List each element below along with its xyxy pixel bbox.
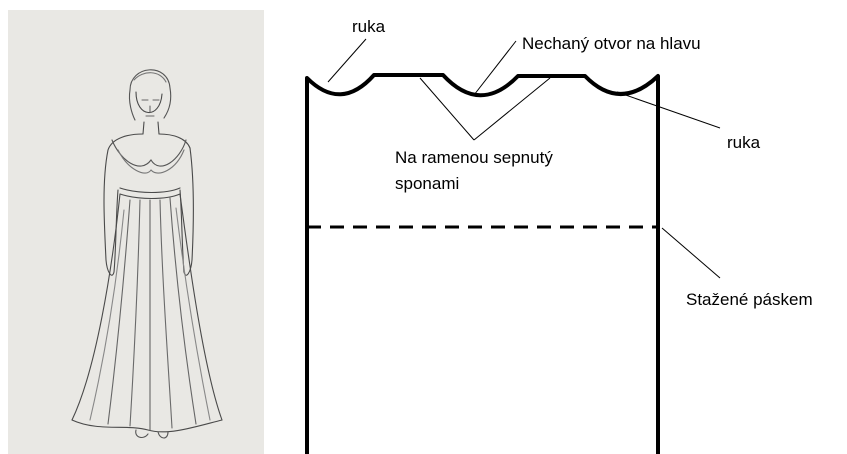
sketch-figure <box>71 69 223 439</box>
leader-arm-right <box>616 91 721 129</box>
sketch-paper <box>8 10 264 454</box>
sketch-face <box>135 91 163 113</box>
label-shoulder-line2: sponami <box>395 174 459 193</box>
label-arm-right: ruka <box>727 133 761 152</box>
leader-shoulder-right <box>473 77 551 141</box>
sketch-right-arm <box>179 147 194 276</box>
dress-sketch-illustration <box>8 10 264 454</box>
label-belt: Stažené páskem <box>686 290 813 309</box>
sketch-hair <box>128 69 172 121</box>
leader-shoulder-left <box>419 77 475 141</box>
garment-outline <box>305 73 660 454</box>
label-arm-left: ruka <box>352 17 386 36</box>
sketch-shoulders <box>107 133 191 151</box>
leader-arm-left <box>327 38 367 83</box>
leader-belt <box>661 227 721 279</box>
leader-lines <box>327 38 721 279</box>
label-head-opening: Nechaný otvor na hlavu <box>522 34 701 53</box>
sketch-skirt <box>71 193 223 421</box>
sketch-belt <box>119 187 181 200</box>
sketch-feet <box>135 429 169 439</box>
leader-head-opening <box>473 40 517 96</box>
label-shoulder-line1: Na ramenou sepnutý <box>395 148 553 167</box>
